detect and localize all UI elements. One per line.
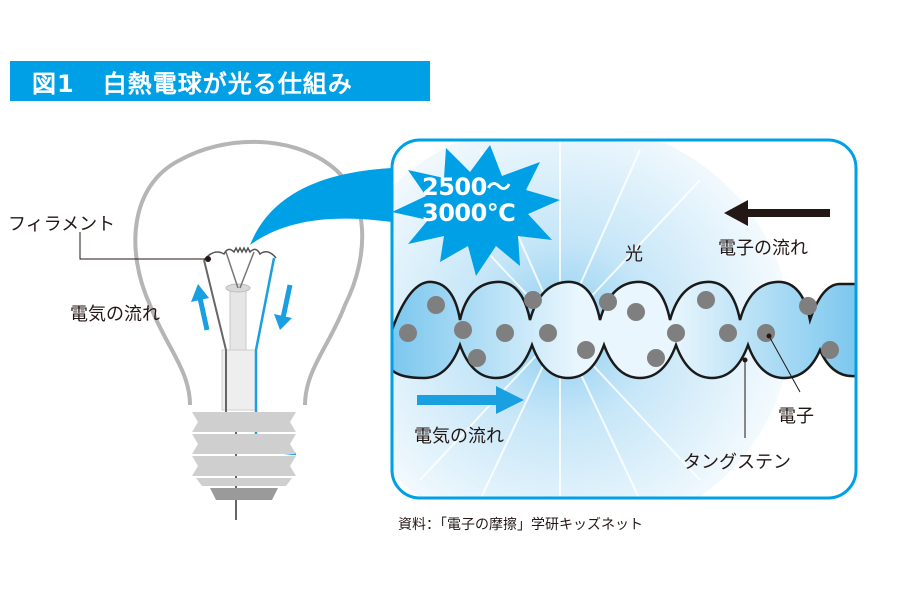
temperature-label: 2500〜 3000℃ — [422, 173, 516, 227]
figure-number: 図1 — [32, 69, 75, 98]
electron-label: 電子 — [778, 406, 814, 427]
current-flow-arrow-icon — [417, 386, 524, 414]
source-citation: 資料：「電子の摩擦」学研キッズネット — [398, 517, 643, 533]
figure-title-bar: 図1 白熱電球が光る仕組み — [10, 61, 430, 101]
tungsten-label: タングステン — [683, 452, 791, 473]
figure-title: 白熱電球が光る仕組み — [102, 69, 353, 98]
current-down-arrow-icon — [274, 284, 293, 330]
light-bulb-illustration — [79, 139, 365, 520]
filament-label: フィラメント — [8, 214, 116, 235]
current-up-arrow-icon — [191, 284, 210, 331]
callout-pointer — [250, 168, 392, 245]
closeup-current-label: 電気の流れ — [414, 426, 504, 447]
electron-flow-label: 電子の流れ — [718, 238, 808, 259]
bulb-current-label: 電気の流れ — [70, 304, 160, 325]
light-label: 光 — [625, 244, 643, 265]
electron-flow-arrow-icon — [724, 200, 830, 226]
temperature-starburst — [392, 145, 560, 276]
electron-dots — [399, 291, 839, 367]
filament-closeup-panel — [390, 138, 858, 500]
